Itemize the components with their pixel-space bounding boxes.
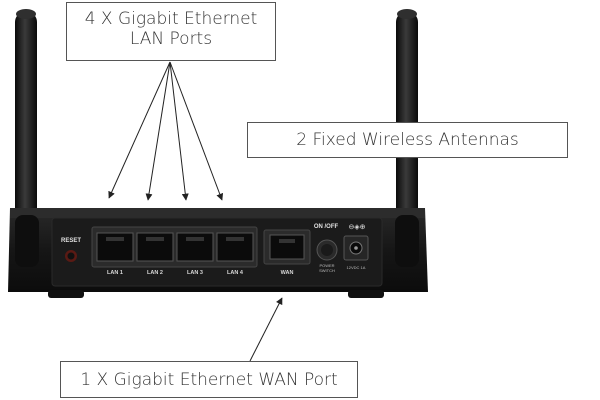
- reset-label: RESET: [60, 238, 81, 244]
- power-switch-label-1: POWER: [319, 263, 335, 268]
- lan-callout-line-2: LAN Ports: [129, 29, 213, 50]
- power-switch: [316, 239, 338, 261]
- lan-ports-callout: 4 X Gigabit Ethernet LAN Ports: [66, 2, 276, 61]
- lan-port-3-label: LAN 3: [187, 270, 203, 276]
- dc-label: 12VDC 1A: [346, 265, 366, 270]
- right-antenna-base: [395, 215, 419, 267]
- dc-polarity-icon: ⊖◈⊕: [348, 224, 366, 231]
- lan-port-3: [176, 232, 214, 262]
- lan-port-1-label: LAN 1: [107, 270, 123, 276]
- left-antenna: [15, 9, 37, 267]
- power-switch-label-2: SWITCH: [319, 268, 335, 273]
- wan-callout-arrow: [249, 297, 283, 362]
- lan-port-1: [96, 232, 134, 262]
- lan-port-2-label: LAN 2: [147, 270, 163, 276]
- reset-button: [65, 250, 77, 262]
- lan-port-4-label: LAN 4: [227, 270, 243, 276]
- lan-callout-line-1: 4 X Gigabit Ethernet: [84, 9, 258, 29]
- dc-power-jack: [343, 235, 369, 261]
- power-label: ON /OFF: [313, 224, 339, 230]
- wan-port-callout: 1 X Gigabit Ethernet WAN Port: [60, 361, 358, 398]
- lan-callout-arrows: [108, 61, 224, 201]
- wan-port: [263, 229, 311, 265]
- lan-port-2: [136, 232, 174, 262]
- left-antenna-base: [15, 215, 39, 267]
- wan-port-label: WAN: [280, 270, 294, 276]
- lan-port-4: [216, 232, 254, 262]
- antennas-callout: 2 Fixed Wireless Antennas: [247, 122, 568, 158]
